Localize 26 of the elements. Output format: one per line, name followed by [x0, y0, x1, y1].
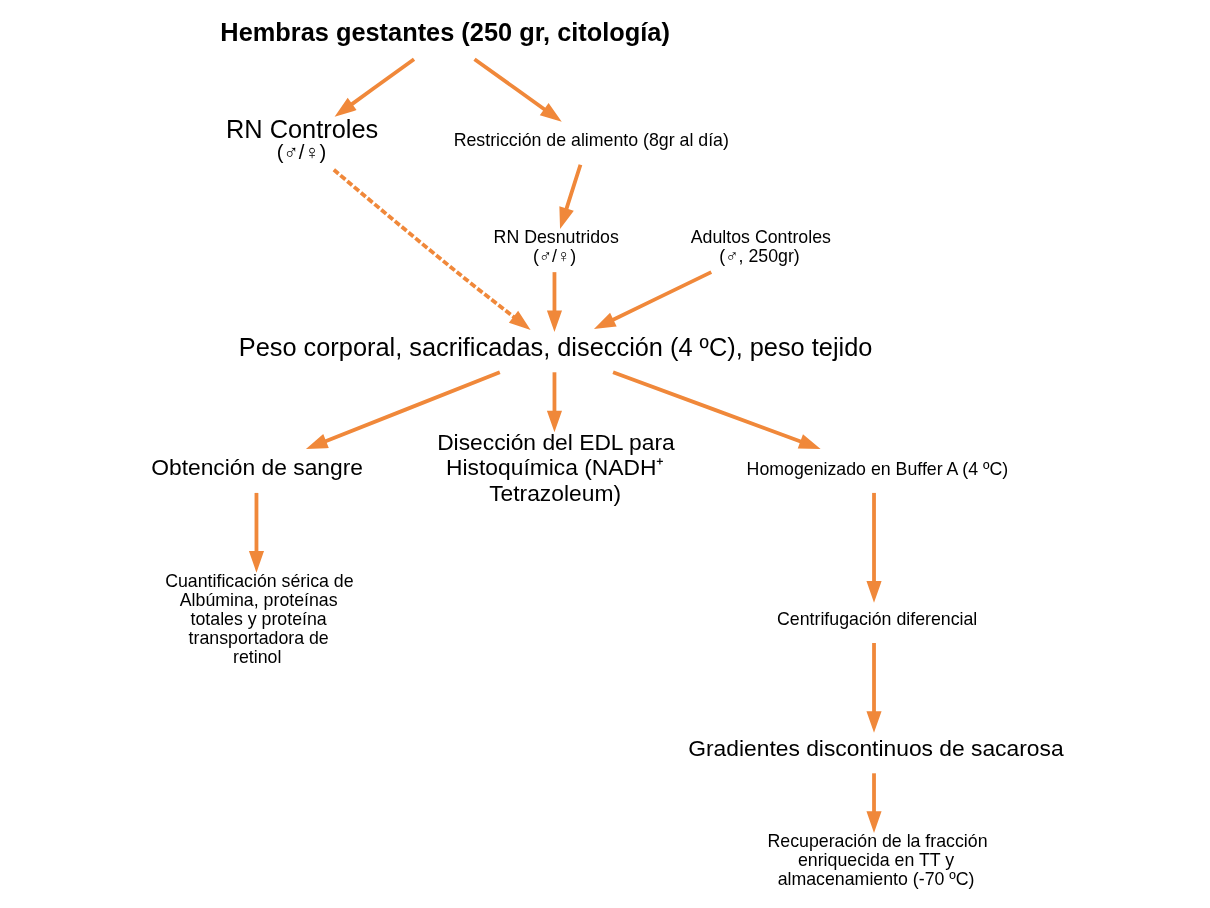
node-text: Adultos Controles (♂, 250gr) — [690, 227, 831, 267]
arrow — [865, 492, 882, 603]
arrow — [611, 370, 821, 449]
arrow — [593, 270, 712, 329]
node-text: Restricción de alimento (8gr al día) — [453, 130, 729, 151]
node-text: Homogenizado en Buffer A (4 ºC) — [746, 458, 1008, 479]
arrow — [334, 57, 415, 117]
arrow — [472, 57, 562, 122]
node-text: Recuperación de la fracción enriquecida en TT y almacenamiento (-70 ºC) — [766, 830, 988, 889]
node-text: RN Desnutridos (♂/♀) — [493, 227, 619, 267]
arrow — [305, 370, 500, 449]
arrow — [865, 773, 882, 833]
arrow — [332, 168, 531, 330]
arrow — [865, 643, 882, 733]
node-text: Hembras gestantes (250 gr, citología) — [219, 18, 670, 47]
node-text: Peso corporal, sacrificadas, disección (4 ºC), peso tejido — [238, 332, 872, 361]
node-text: Gradientes discontinuos de sacarosa — [687, 734, 1064, 761]
arrow — [546, 272, 562, 333]
arrow — [546, 372, 562, 433]
node-text: Obtención de sangre — [150, 454, 363, 481]
node-text: Disección del EDL para Histoquímica (NADH⁺ Tetrazoleum) — [436, 429, 675, 506]
arrow — [248, 492, 264, 573]
node-text: Cuantificación sérica de Albúmina, proteínas totales y proteína transportadora de retinol — [164, 570, 354, 667]
node-text: Centrifugación diferencial — [776, 608, 977, 629]
node-text: RN Controles (♂/♀) — [225, 114, 378, 163]
arrow — [558, 164, 582, 230]
